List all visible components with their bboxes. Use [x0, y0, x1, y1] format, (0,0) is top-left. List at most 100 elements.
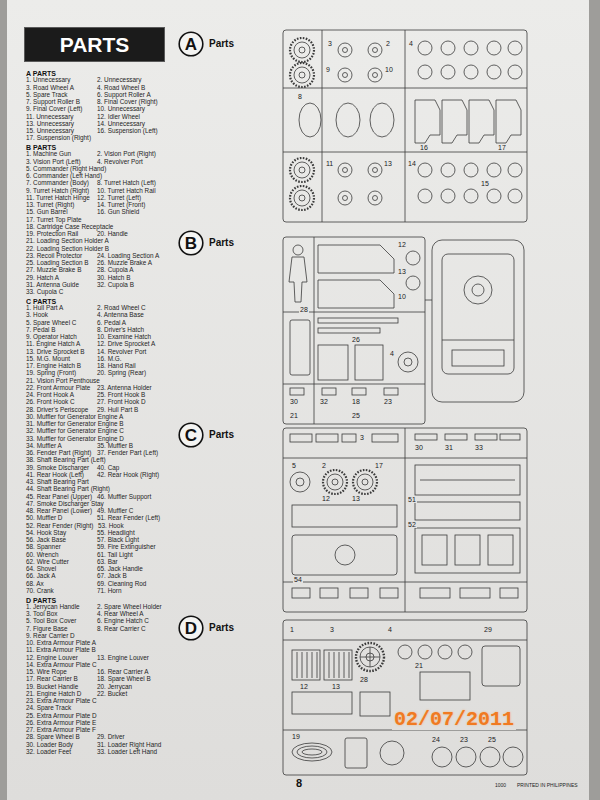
sprue-d: [344, 652, 345, 678]
callout-number: 21: [414, 662, 424, 669]
part-name: 26. Extra Armour Plate E: [26, 720, 96, 726]
sprue-a: [418, 163, 432, 177]
sprue-a: [290, 63, 314, 87]
sprue-b: [289, 257, 307, 302]
page-number: 8: [296, 778, 302, 789]
sprue-c: [353, 470, 377, 494]
part-name: 17. Engine Hatch B: [26, 363, 81, 369]
part-name: 15. Gun Barrel: [26, 209, 68, 215]
circle-outline: [179, 423, 203, 447]
callout-number: 3: [327, 40, 333, 47]
sprue-d: [324, 650, 352, 680]
part-name: 51. Rear Fender (Left): [97, 515, 160, 521]
part-name: 49. Muffler C: [97, 508, 133, 514]
sprue-b: [352, 388, 366, 395]
sprue-b: [398, 352, 418, 372]
print-code: 1000: [495, 783, 506, 788]
part-name: 40. Cap: [97, 465, 119, 471]
part-name: 32. Muffler for Generator Engine C: [26, 428, 124, 434]
part-name: 8. Turret Hatch (Left): [97, 180, 156, 186]
sprue-d: [329, 652, 330, 678]
part-name: 58. Spanner: [26, 544, 61, 550]
part-name: 10. Turret Hatch Rail: [97, 188, 156, 194]
part-name: 66. Jack A: [26, 573, 56, 579]
callout-number: 54: [293, 576, 303, 583]
sheet-heading: Parts: [209, 623, 234, 633]
sprue-b: [384, 388, 398, 395]
part-name: 28. Spare Wheel B: [26, 734, 80, 740]
sprue-d: [418, 645, 432, 659]
sprue-a: [343, 73, 348, 78]
sprue-a: [441, 163, 455, 177]
part-name: 3. Tool Box: [26, 611, 58, 617]
circle-outline: [179, 32, 203, 56]
part-name: 2. Spare Wheel Holder: [97, 604, 162, 610]
callout-number: 14: [407, 160, 417, 167]
part-name: 29. Hull Part B: [97, 407, 138, 413]
part-name: 35. Muffler B: [97, 443, 133, 449]
part-name: 9. Operator Hatch: [26, 334, 77, 340]
sprue-a: [343, 48, 348, 53]
sprue-d: [339, 652, 340, 678]
part-name: 33. Cupola C: [26, 289, 63, 295]
part-name: 13. Drive Sprocket B: [26, 349, 85, 355]
part-name: 23. Extra Armour Plate C: [26, 698, 97, 704]
part-name: 14. Extra Armour Plate C: [26, 662, 97, 668]
sprue-a: [283, 30, 527, 222]
part-name: 31. Loader Right Hand: [97, 742, 161, 748]
part-name: 31. Muffler for Generator Engine B: [26, 421, 124, 427]
sprue-c: [415, 502, 520, 520]
parts-group-heading: C PARTS: [26, 298, 56, 305]
print-note: PRINTED IN PHILIPPINES: [517, 783, 578, 788]
sprue-a: [487, 163, 501, 177]
part-name: 12. Idler Wheel: [97, 114, 140, 120]
part-name: 59. Fire Extinguisher: [97, 544, 156, 550]
sprue-a: [464, 163, 478, 177]
sprue-c: [350, 588, 368, 598]
sprue-a: [370, 103, 394, 137]
sprue-d: [360, 647, 380, 667]
part-name: 43. Shaft Bearing Part: [26, 479, 89, 485]
sprue-a: [508, 41, 522, 55]
part-name: 16. Suspension (Left): [97, 128, 158, 134]
part-name: 5. Commander (Right Hand): [26, 166, 106, 172]
callout-number: 10: [384, 66, 394, 73]
part-name: 3. Hook: [26, 312, 48, 318]
part-name: 4. Revolver Port: [97, 159, 143, 165]
sprue-a: [496, 100, 521, 143]
sprue-c: [316, 434, 338, 442]
part-name: 31. Antenna Guide: [26, 282, 79, 288]
part-name: 22. Front Armour Plate: [26, 385, 90, 391]
sprue-b: [322, 388, 336, 395]
part-name: 64. Shovel: [26, 566, 56, 572]
callout-number: 2: [321, 462, 327, 469]
sprue-b: [318, 318, 398, 323]
sprue-a: [373, 168, 378, 173]
callout-number: 13: [351, 495, 361, 502]
sprue-a: [487, 189, 501, 203]
callout-number: 31: [444, 444, 454, 451]
sprue-d: [370, 647, 371, 667]
callout-number: 24: [431, 736, 441, 743]
sprue-c: [460, 588, 490, 598]
sprue-a: [336, 103, 360, 137]
part-name: 2. Road Wheel C: [97, 305, 146, 311]
sprue-b: [464, 276, 492, 304]
sprue-c: [290, 472, 310, 492]
sprue-d: [456, 747, 476, 767]
sprue-c: [415, 528, 520, 573]
sprue-d: [292, 743, 332, 761]
part-name: 3. Vision Port (Left): [26, 159, 81, 165]
part-name: 4. Rear Wheel A: [97, 611, 144, 617]
sprue-c: [488, 535, 513, 565]
sheet-heading: Parts: [209, 238, 234, 248]
sprue-a: [464, 189, 478, 203]
part-name: 41. Rear Hook (Left): [26, 472, 84, 478]
sprue-a: [418, 65, 432, 79]
sprue-a: [322, 30, 323, 222]
sprue-a: [290, 186, 314, 210]
sprue-d: [432, 747, 452, 767]
part-name: 20. Handle: [97, 231, 128, 237]
part-name: 19. Spring (Front): [26, 370, 76, 376]
sprue-b: [404, 358, 412, 366]
